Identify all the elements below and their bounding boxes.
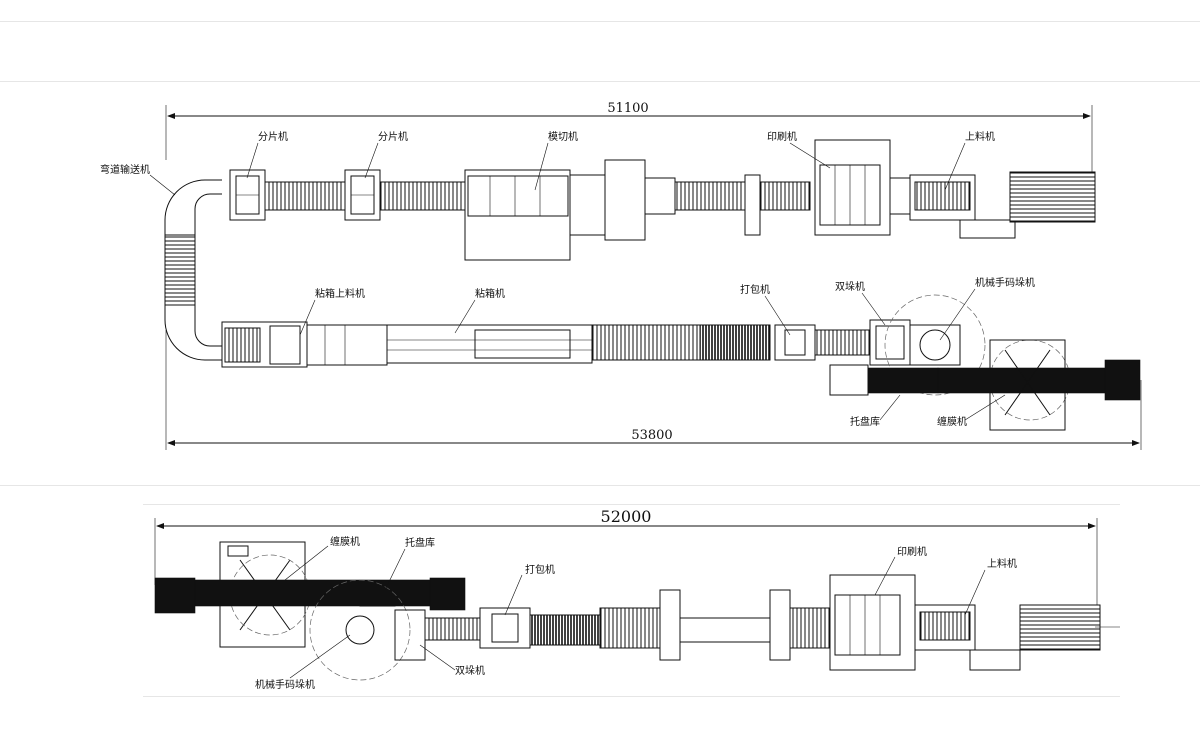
middle-rule [0, 485, 1200, 486]
feeder [909, 171, 1096, 239]
bottom-pallet-store [359, 577, 466, 611]
die-cutter [464, 159, 761, 261]
label-double-stacker: 双垛机 [835, 280, 865, 293]
label-pallet-store: 托盘库 [850, 415, 880, 428]
label-b-printer: 印刷机 [897, 545, 927, 558]
label-splitter-1: 分片机 [258, 130, 288, 143]
splitter-2 [304, 169, 466, 221]
label-feeder: 上料机 [965, 130, 995, 143]
label-printer: 印刷机 [767, 130, 797, 143]
gluer-feeder [221, 321, 308, 368]
label-gluer-feeder: 粘箱上料机 [315, 287, 365, 300]
label-b-feeder: 上料机 [987, 557, 1017, 570]
pallet-store [829, 364, 939, 396]
printer [759, 139, 911, 236]
label-bundler: 打包机 [740, 283, 770, 296]
top-rule [0, 21, 1200, 22]
curve-conveyor [164, 179, 222, 361]
dimension-52000-text: 52000 [601, 507, 652, 526]
label-b-bundler: 打包机 [525, 563, 555, 576]
bundler [774, 324, 871, 361]
robot-palletizer [884, 294, 1071, 421]
bottom-labels: 缠膜机 托盘库 打包机 机械手码垛机 双垛机 印刷机 上料机 [255, 535, 1017, 691]
dimension-bottom-text: 53800 [631, 428, 672, 443]
dimension-bottom: 53800 [165, 330, 1142, 450]
wrapper [937, 339, 1141, 431]
bottom-layout: 52000 [154, 507, 1120, 691]
top-layout: 51100 53800 [100, 101, 1142, 450]
label-curve-conveyor: 弯道输送机 [100, 163, 150, 176]
bottom-conveyors [529, 589, 831, 661]
label-gluer: 粘箱机 [475, 287, 505, 300]
bottom-bundler [424, 607, 531, 649]
bottom-panel-bottom-rule [143, 696, 1120, 697]
dimension-top-text: 51100 [607, 101, 648, 116]
label-b-pallet-store: 托盘库 [405, 536, 435, 549]
bottom-panel-top-rule [143, 504, 1120, 505]
top-labels: 弯道输送机 分片机 分片机 模切机 印刷机 上料机 粘箱上料机 粘箱机 打包机 … [100, 130, 1035, 428]
label-die-cutter: 模切机 [548, 130, 578, 143]
label-b-wrapper: 缠膜机 [330, 535, 360, 548]
separator-rule [0, 81, 1200, 82]
double-stacker [869, 319, 911, 366]
label-b-robot-palletizer: 机械手码垛机 [255, 678, 315, 691]
bottom-feeder [914, 604, 1120, 671]
label-wrapper: 缠膜机 [937, 415, 967, 428]
dimension-top: 51100 [165, 101, 1093, 175]
label-splitter-2: 分片机 [378, 130, 408, 143]
gluer [306, 324, 771, 366]
bottom-wrapper [154, 541, 431, 648]
label-robot-palletizer: 机械手码垛机 [975, 276, 1035, 289]
splitter-1 [229, 169, 306, 221]
label-b-double-stacker: 双垛机 [455, 664, 485, 677]
dimension-52000: 52000 [154, 507, 1098, 610]
bottom-printer [829, 574, 916, 671]
